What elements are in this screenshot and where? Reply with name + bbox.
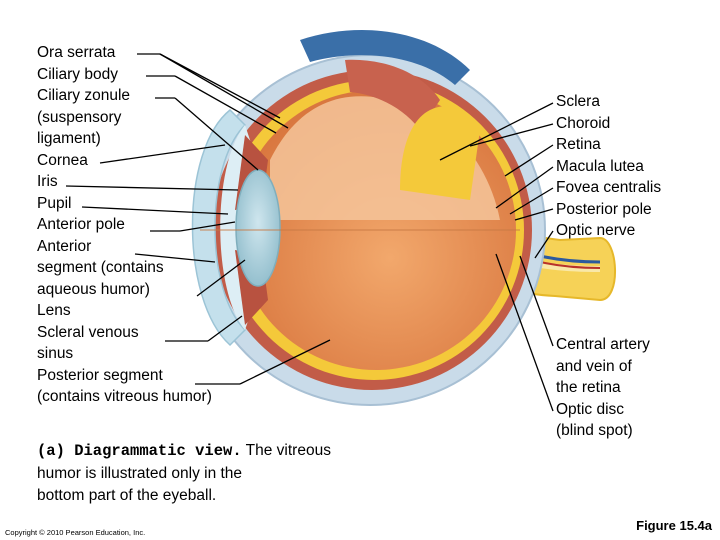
label-sinus: sinus <box>37 345 74 362</box>
label-aqueous-humor: aqueous humor) <box>37 280 150 298</box>
caption-bold: (a) Diagrammatic view. <box>37 442 242 460</box>
cornea <box>191 108 247 347</box>
leader-lines-left <box>65 53 331 385</box>
copyright-text: Copyright © 2010 Pearson Education, Inc. <box>5 528 146 537</box>
label-sclera: Sclera <box>556 93 600 110</box>
label-macula-lutea: Macula lutea <box>556 157 644 175</box>
label-fovea-centralis: Fovea centralis <box>556 179 662 196</box>
label-and-vein-of: and vein of <box>556 357 632 375</box>
left-labels: Ora serrata Ciliary body Ciliary zonule … <box>37 42 212 408</box>
peeled-choroid <box>345 59 440 130</box>
label-segment-contains: segment (contains <box>37 259 164 276</box>
peeled-sclera <box>300 30 470 85</box>
label-retina: Retina <box>556 136 601 153</box>
label-suspensory: (suspensory <box>37 108 122 126</box>
label-anterior-pole: Anterior pole <box>37 216 125 233</box>
figure-number: Figure 15.4a <box>636 518 712 533</box>
peeled-retina <box>400 106 480 200</box>
right-bottom-labels: Central artery and vein of the retina Op… <box>556 334 650 442</box>
label-scleral-venous: Scleral venous <box>37 323 139 341</box>
label-pupil: Pupil <box>37 194 72 212</box>
caption-line1: The vitreous <box>241 442 331 459</box>
label-ciliary-zonule: Ciliary zonule <box>37 87 131 104</box>
label-ciliary-body: Ciliary body <box>37 65 118 83</box>
label-anterior: Anterior <box>37 237 92 255</box>
label-lens: Lens <box>37 302 71 319</box>
label-iris: Iris <box>37 173 58 190</box>
label-ora-serrata: Ora serrata <box>37 44 116 61</box>
right-top-labels: Sclera Choroid Retina Macula lutea Fovea… <box>556 91 661 242</box>
label-blind-spot: (blind spot) <box>556 422 633 439</box>
leader-lines-right <box>439 102 554 412</box>
label-central-artery: Central artery <box>556 336 650 353</box>
label-optic-disc: Optic disc <box>556 400 625 418</box>
caption-line2: humor is illustrated only in the <box>37 464 243 482</box>
caption-line3: bottom part of the eyeball. <box>37 487 217 504</box>
label-the-retina: the retina <box>556 379 621 396</box>
label-optic-nerve: Optic nerve <box>556 222 636 239</box>
figure-caption: (a) Diagrammatic view. The vitreous humo… <box>37 440 331 508</box>
label-cornea: Cornea <box>37 151 88 169</box>
lens <box>235 169 281 287</box>
label-posterior-pole: Posterior pole <box>556 200 652 218</box>
label-choroid: Choroid <box>556 114 611 132</box>
label-contains-vitreous: (contains vitreous humor) <box>37 388 212 405</box>
label-posterior-segment: Posterior segment <box>37 366 163 384</box>
label-ligament: ligament) <box>37 130 101 147</box>
